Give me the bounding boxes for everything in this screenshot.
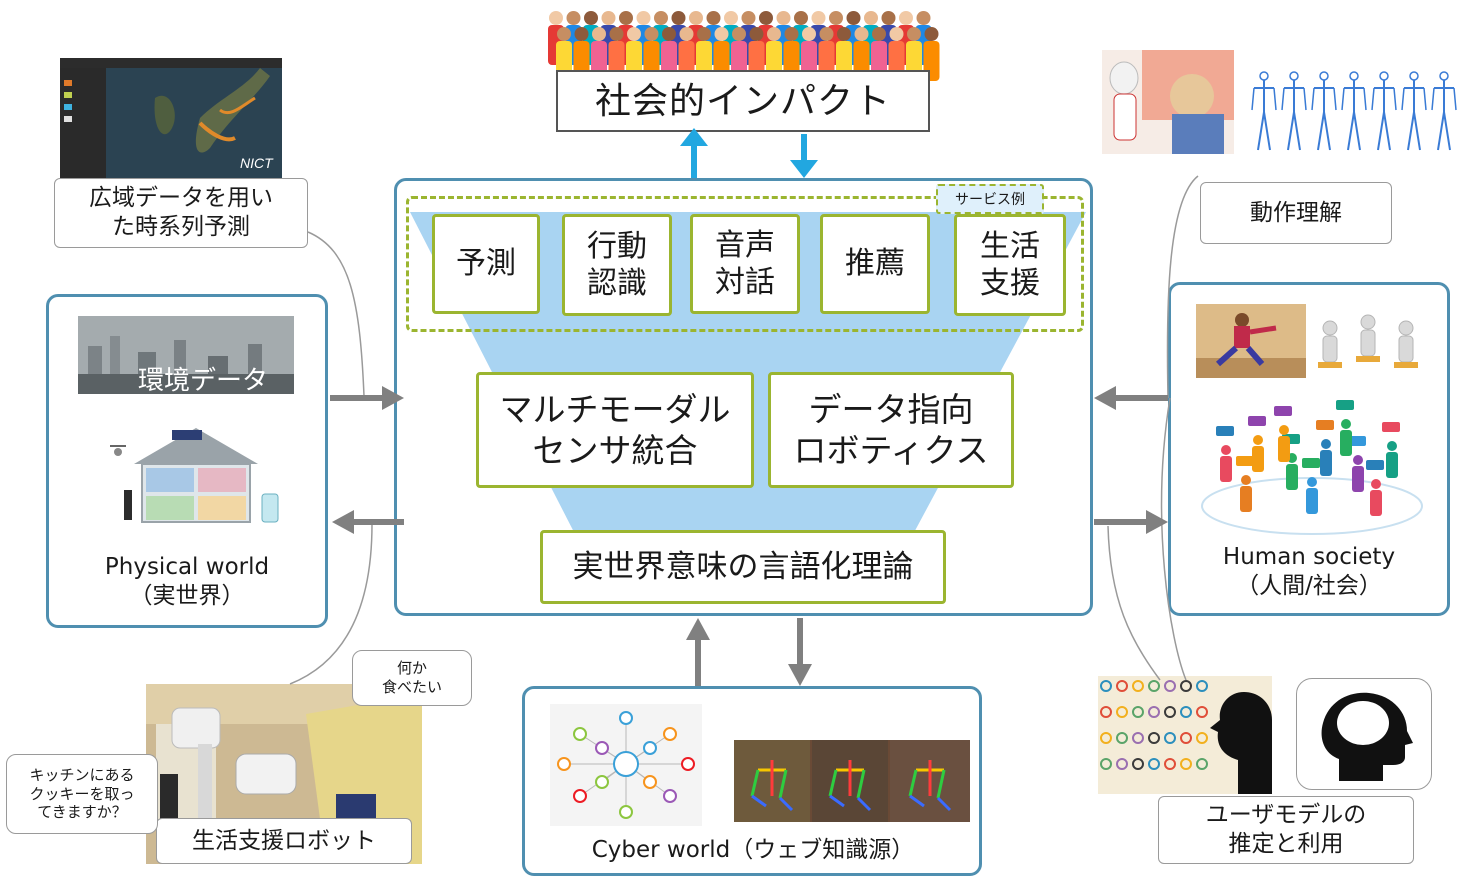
japan-map-screenshot: NICT — [60, 58, 282, 182]
arrow-society-to-center — [1094, 386, 1168, 410]
verbalization-theory: 実世界意味の言語化理論 — [540, 530, 946, 604]
user-model-box: ユーザモデルの 推定と利用 — [1158, 796, 1414, 864]
service-action-recognition-label: 行動 認識 — [587, 228, 647, 302]
down-arrow-from-impact — [790, 134, 818, 178]
head-thought-bubble — [1296, 678, 1432, 790]
human-society-label-box: Human society （人間/社会） — [1180, 540, 1438, 604]
service-examples-frame — [406, 196, 1084, 332]
user-silhouette-infographic — [1098, 676, 1272, 794]
service-examples-tag: サービス例 — [936, 184, 1044, 214]
physical-world-label-box: Physical world （実世界） — [60, 550, 314, 614]
arrow-cyber-to-center — [686, 618, 710, 686]
service-life-support-label: 生活 支援 — [980, 228, 1040, 302]
environment-data-label: 環境データ — [138, 366, 269, 394]
social-impact-box: 社会的インパクト — [556, 70, 930, 132]
smart-house-illustration — [106, 424, 286, 528]
physical-world-label: Physical world （実世界） — [104, 554, 270, 609]
service-voice-dialogue-label: 音声 対話 — [715, 227, 775, 301]
speech-bubble-want-food: 何か 食べたい — [352, 650, 472, 706]
data-driven-robotics-label: データ指向 ロボティクス — [793, 389, 989, 470]
data-driven-robotics: データ指向 ロボティクス — [768, 372, 1014, 488]
service-examples-tag-label: サービス例 — [955, 192, 1025, 208]
skeleton-motion-figures — [1250, 66, 1472, 154]
arrow-center-to-society — [1094, 510, 1168, 534]
motion-understanding-box: 動作理解 — [1200, 182, 1392, 244]
service-recommendation-label: 推薦 — [845, 246, 905, 282]
service-recommendation: 推薦 — [820, 214, 930, 314]
speech-bubble-request-text: キッチンにある クッキーを取っ てきますか？ — [29, 765, 135, 822]
service-prediction-label: 予測 — [456, 246, 516, 282]
service-action-recognition: 行動 認識 — [562, 214, 672, 316]
speech-bubble-request: キッチンにある クッキーを取っ てきますか？ — [6, 754, 158, 834]
multimodal-sensor-integration: マルチモーダル センサ統合 — [476, 372, 754, 488]
arrow-physical-to-center — [330, 386, 404, 410]
cyber-world-label: Cyber world（ウェブ知識源） — [591, 836, 915, 863]
head-profile-icon — [1321, 692, 1413, 781]
smoggy-city-photo: 環境データ — [78, 316, 294, 394]
cyber-world-label-box: Cyber world（ウェブ知識源） — [540, 832, 966, 868]
robot-label-box: 生活支援ロボット — [156, 818, 412, 864]
social-network-people-image — [1196, 396, 1428, 542]
arrow-center-to-cyber — [788, 618, 812, 686]
multimodal-sensor-integration-label: マルチモーダル センサ統合 — [499, 389, 731, 470]
pose-estimation-frames — [734, 740, 970, 822]
social-impact-label: 社会的インパクト — [594, 80, 891, 122]
service-voice-dialogue: 音声 対話 — [690, 214, 800, 314]
network-icons-graphic — [550, 704, 702, 826]
speech-bubble-want-food-text: 何か 食べたい — [381, 659, 442, 696]
forecast-label: 広域データを用い た時系列予測 — [89, 185, 273, 240]
motion-understanding-label: 動作理解 — [1250, 199, 1342, 226]
service-life-support: 生活 支援 — [954, 214, 1066, 316]
robot-label: 生活支援ロボット — [192, 827, 376, 854]
forecast-label-box: 広域データを用い た時系列予測 — [54, 178, 308, 248]
up-arrow-to-impact — [680, 128, 708, 178]
robot-and-child-photo — [1102, 50, 1234, 154]
connector-usermodel-a — [1107, 525, 1161, 681]
svg-text:NICT: NICT — [240, 155, 274, 171]
human-society-label: Human society （人間/社会） — [1222, 544, 1396, 599]
meeting-figures-image — [1310, 304, 1428, 388]
verbalization-theory-label: 実世界意味の言語化理論 — [572, 548, 914, 585]
service-prediction: 予測 — [432, 214, 540, 314]
martial-arts-photo — [1196, 304, 1306, 378]
user-model-label: ユーザモデルの 推定と利用 — [1205, 802, 1367, 857]
